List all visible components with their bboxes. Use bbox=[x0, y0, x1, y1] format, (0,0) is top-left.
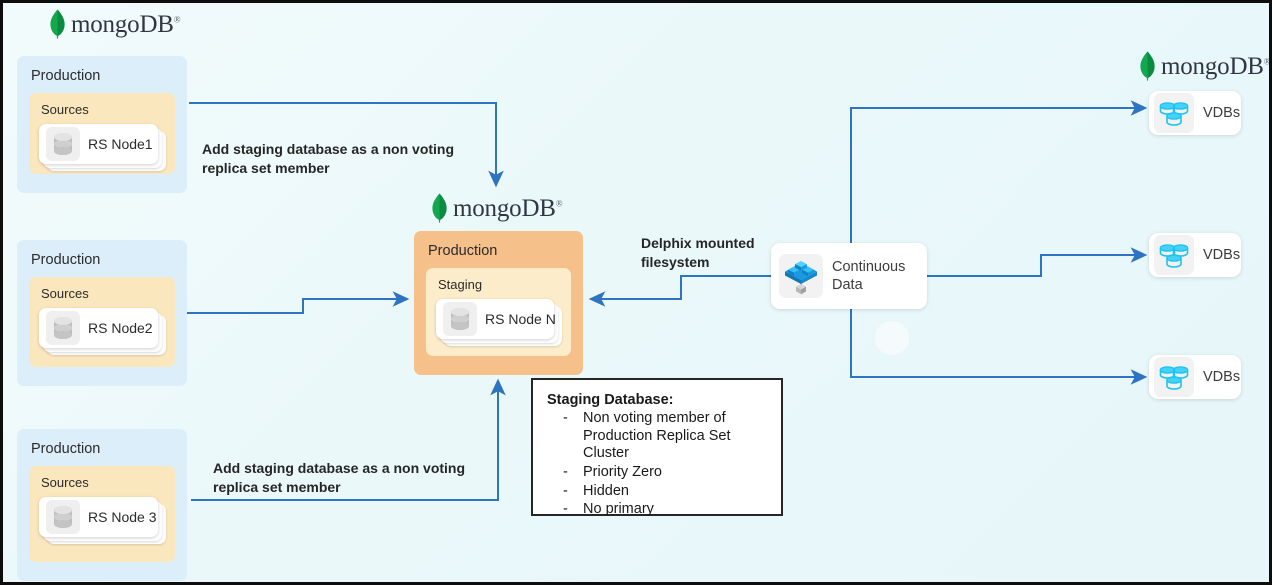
note-item: - No primary bbox=[547, 501, 767, 519]
connector-node2-to-staging bbox=[187, 291, 410, 314]
sources-box: Sources RS Node1 bbox=[29, 93, 175, 174]
production-group-3: Production Sources RS bbox=[17, 429, 187, 581]
sources-title: Sources bbox=[41, 102, 89, 117]
rs-node-label: RS Node2 bbox=[88, 320, 153, 336]
vdb-stacked-databases-icon bbox=[1154, 235, 1194, 275]
production-group-1: Production Sources RS bbox=[17, 56, 187, 193]
rs-node-card[interactable]: RS Node2 bbox=[39, 308, 158, 348]
rs-node-card-wrap[interactable]: RS Node 3 bbox=[39, 497, 166, 555]
database-cylinder-icon bbox=[443, 302, 477, 336]
staging-box: Staging RS Node N bbox=[426, 268, 571, 356]
note-dash: - bbox=[563, 501, 568, 518]
rs-node-card[interactable]: RS Node N bbox=[436, 299, 556, 339]
note-dash: - bbox=[563, 410, 568, 426]
database-cylinder-icon bbox=[46, 127, 80, 161]
rs-node-label: RS Node 3 bbox=[88, 509, 157, 525]
mongodb-wordmark: mongoDB® bbox=[71, 10, 181, 38]
vdb-stacked-databases-icon bbox=[1154, 357, 1194, 397]
mongodb-leaf-icon bbox=[432, 193, 447, 223]
mongodb-logo-center: mongoDB® bbox=[431, 193, 563, 223]
sources-title: Sources bbox=[41, 286, 89, 301]
vdb-label: VDBs bbox=[1203, 246, 1241, 263]
delphix-continuous-data-icon bbox=[779, 254, 823, 298]
mongodb-wordmark: mongoDB® bbox=[1161, 52, 1271, 80]
rs-node-card-wrap[interactable]: RS Node2 bbox=[39, 308, 166, 363]
vdb-stacked-databases-icon bbox=[1154, 93, 1194, 133]
sources-box: Sources RS Node 3 bbox=[29, 466, 175, 562]
staging-database-note: Staging Database: - Non voting member of… bbox=[531, 378, 783, 519]
note-text: Non voting member of Production Replica … bbox=[583, 410, 731, 462]
caption-top-arrow: Add staging database as a non voting rep… bbox=[202, 141, 455, 176]
note-item: - Priority Zero bbox=[547, 464, 767, 482]
database-cylinder-icon bbox=[46, 311, 80, 345]
caption-bottom-arrow: Add staging database as a non voting rep… bbox=[213, 460, 466, 495]
note-item: - Hidden bbox=[547, 483, 767, 501]
staging-title: Staging bbox=[438, 277, 483, 292]
production-group-2: Production Sources RS bbox=[17, 240, 187, 386]
rs-node-card[interactable]: RS Node 3 bbox=[39, 497, 158, 537]
production-title: Production bbox=[31, 441, 101, 457]
vdb-card-3[interactable]: VDBs bbox=[1149, 355, 1241, 399]
mongodb-leaf-icon bbox=[1140, 51, 1155, 81]
sources-title: Sources bbox=[41, 475, 89, 490]
note-dash: - bbox=[563, 482, 568, 499]
connector-continuousdata-to-staging bbox=[588, 275, 771, 307]
staging-production-group: Production Staging RS bbox=[414, 231, 583, 375]
production-title: Production bbox=[31, 252, 101, 268]
rs-node-label: RS Node1 bbox=[88, 136, 153, 152]
vdb-label: VDBs bbox=[1203, 368, 1241, 385]
rs-node-card-wrap[interactable]: RS Node1 bbox=[39, 124, 166, 176]
caption-delphix-mounted-filesystem: Delphix mounted filesystem bbox=[641, 235, 755, 270]
mongodb-wordmark: mongoDB® bbox=[453, 194, 563, 222]
vdb-label: VDBs bbox=[1203, 104, 1241, 121]
note-dash: - bbox=[563, 464, 568, 481]
production-title: Production bbox=[31, 68, 101, 84]
note-text: No primary bbox=[583, 501, 654, 518]
database-cylinder-icon bbox=[46, 500, 80, 534]
mongodb-leaf-icon bbox=[50, 9, 65, 39]
decorative-blob bbox=[875, 321, 909, 355]
rs-node-label: RS Node N bbox=[485, 311, 556, 327]
note-text: Priority Zero bbox=[583, 464, 662, 481]
note-title: Staging Database: bbox=[547, 392, 674, 408]
sources-box: Sources RS Node2 bbox=[29, 277, 175, 367]
vdb-card-2[interactable]: VDBs bbox=[1149, 233, 1241, 277]
rs-node-card-wrap[interactable]: RS Node N bbox=[436, 299, 562, 353]
connector-continuousdata-to-vdb2 bbox=[927, 247, 1148, 277]
mongodb-logo-left: mongoDB® bbox=[49, 9, 181, 39]
rs-node-card[interactable]: RS Node1 bbox=[39, 124, 158, 164]
vdb-card-1[interactable]: VDBs bbox=[1149, 91, 1241, 135]
mongodb-logo-right: mongoDB® bbox=[1139, 51, 1271, 81]
staging-production-title: Production bbox=[428, 243, 498, 259]
note-text: Hidden bbox=[583, 482, 629, 499]
note-item: - Non voting member of Production Replic… bbox=[547, 410, 767, 463]
